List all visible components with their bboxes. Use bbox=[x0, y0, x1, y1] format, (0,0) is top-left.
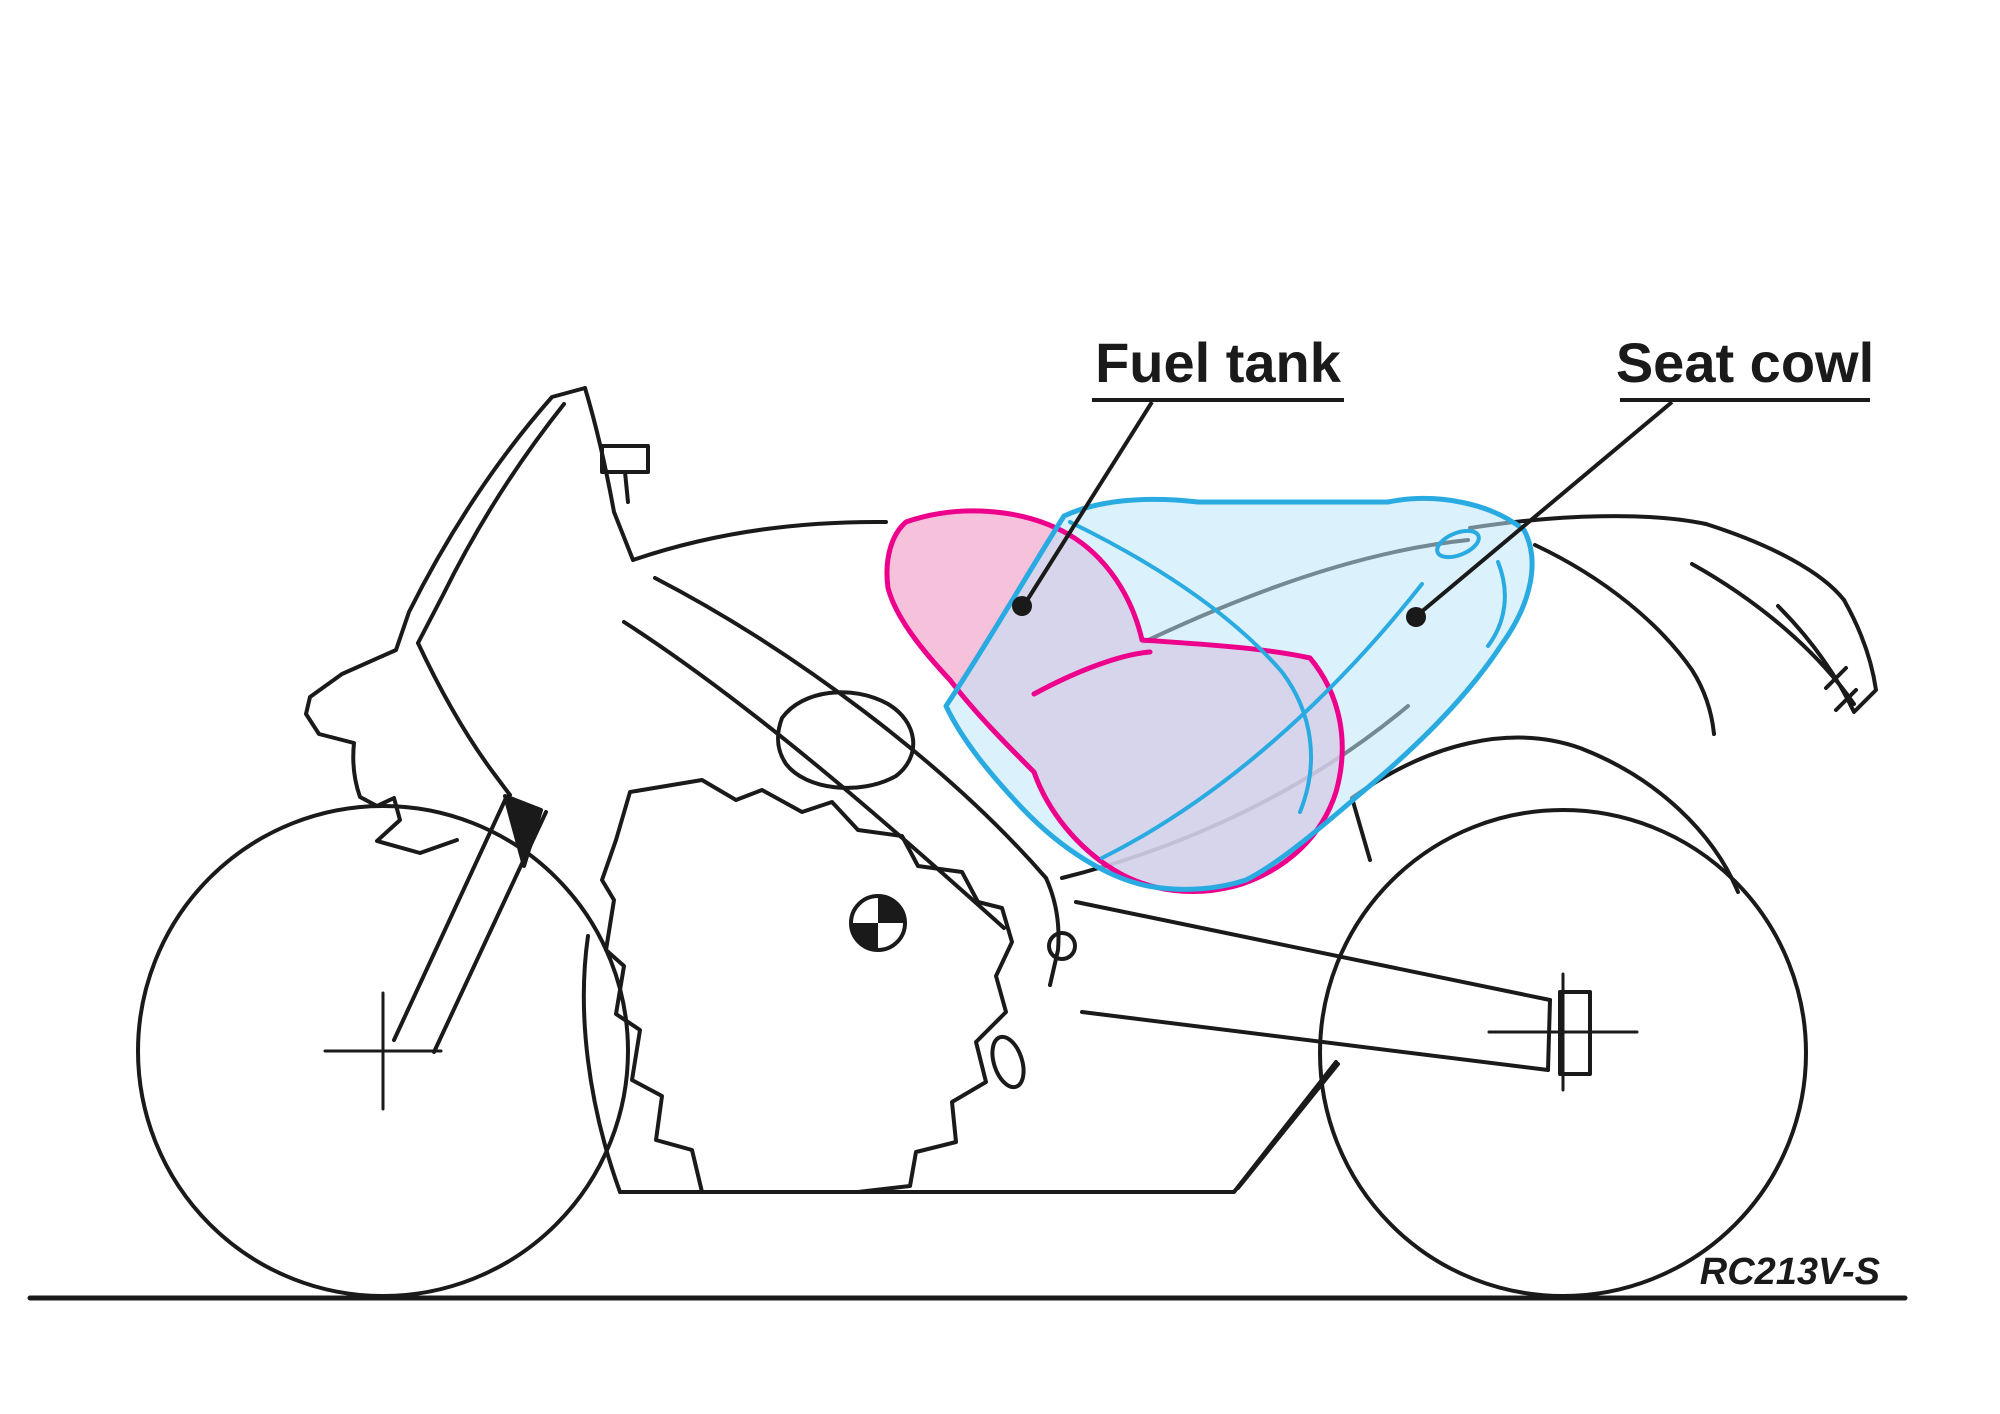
seat-cowl-region bbox=[946, 498, 1533, 890]
seat-cowl-inner-line-1 bbox=[1068, 520, 1313, 814]
frame-cutout bbox=[775, 690, 916, 790]
belly-pan bbox=[581, 934, 1340, 1194]
fuel-tank-label: Fuel tank bbox=[1095, 331, 1342, 394]
seat-cowl-callout: Seat cowl bbox=[1406, 331, 1874, 627]
front-wheel bbox=[136, 804, 630, 1298]
swingarm bbox=[1074, 900, 1592, 1076]
windscreen-inner-line bbox=[416, 402, 566, 645]
axle-adjuster-block bbox=[1558, 990, 1592, 1076]
frame-top-line bbox=[631, 519, 888, 562]
center-of-gravity-marker bbox=[849, 894, 907, 952]
seat-cowl-label: Seat cowl bbox=[1616, 331, 1874, 394]
fork-shroud bbox=[503, 794, 543, 868]
engine-cutout bbox=[990, 1034, 1026, 1090]
fuel-tank-leader-line bbox=[1024, 400, 1154, 604]
steering-clamp bbox=[600, 444, 650, 474]
fuel-tank-marker-dot bbox=[1012, 596, 1032, 616]
seat-cowl-handle-cutout bbox=[1435, 528, 1481, 560]
tail-side-line bbox=[1533, 543, 1716, 736]
seat-cowl-marker-dot bbox=[1406, 607, 1426, 627]
seat-cowl-leader-line bbox=[1418, 400, 1674, 615]
fuel-tank-callout: Fuel tank bbox=[1012, 331, 1344, 616]
rear-fender bbox=[1350, 735, 1740, 894]
seat-cowl-outline bbox=[943, 495, 1535, 892]
front-cowl bbox=[304, 386, 650, 855]
swingarm-pivot bbox=[1047, 931, 1077, 961]
front-fork bbox=[392, 794, 548, 1054]
seat-cowl-inner-line-2 bbox=[1100, 582, 1424, 860]
fuel-tank-outline bbox=[884, 508, 1345, 894]
seat-cowl-inner-line-3 bbox=[1486, 560, 1507, 648]
engine bbox=[600, 778, 1026, 1194]
model-code-label: RC213V-S bbox=[1700, 1251, 1880, 1293]
